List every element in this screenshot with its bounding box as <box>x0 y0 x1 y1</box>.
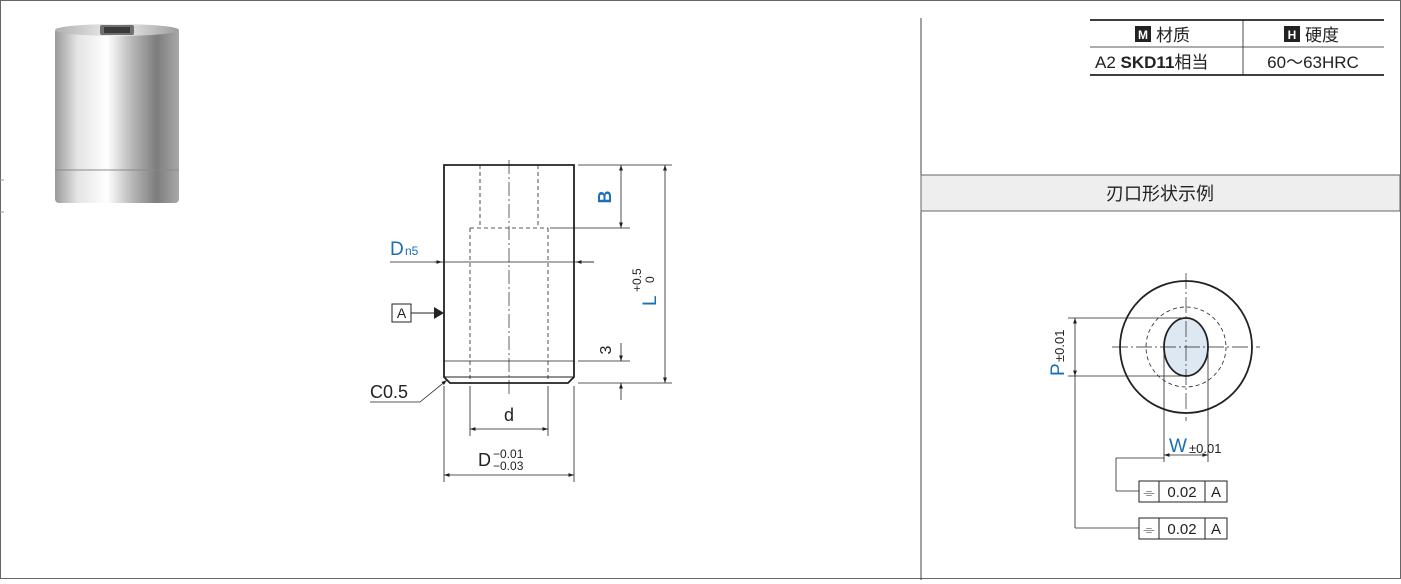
hardness-value: 60～63HRC <box>1267 53 1359 72</box>
dim-w <box>1115 350 1209 492</box>
chamfer-callout <box>370 379 448 403</box>
tolerance-frame: ⌯ 0.02 A <box>1138 480 1228 503</box>
dim-l <box>578 164 672 384</box>
hardness-badge <box>1284 26 1300 42</box>
dim-l-lower: 0 <box>643 276 657 283</box>
dim-b-label: B <box>595 191 615 204</box>
spec-table: M 材质 H 硬度 A2 SKD11相当 60～63HRC <box>1090 19 1384 76</box>
material-value: A2 SKD11相当 <box>1095 53 1208 72</box>
part-drawing <box>434 160 594 395</box>
section-title: 刃口形状示例 <box>1106 184 1214 204</box>
dim-b <box>550 164 630 229</box>
symmetry-icon: ⌯ <box>1143 521 1154 537</box>
dim-l-label: L <box>640 295 661 306</box>
material-suffix: 相当 <box>1174 53 1208 72</box>
dim-w-tol: ±0.01 <box>1189 441 1221 456</box>
material-badge <box>1135 26 1151 42</box>
tolerance-datum: A <box>1211 521 1221 538</box>
dim-dn5-sub: n5 <box>405 244 419 258</box>
material-prefix: A2 <box>1095 53 1116 72</box>
dim-dn5-label: D <box>390 239 404 260</box>
material-header: 材质 <box>1156 26 1190 45</box>
section-header <box>920 174 1401 212</box>
dim-p <box>1068 317 1184 529</box>
datum-a: A <box>391 303 444 323</box>
dim-d-main-label: D <box>478 450 491 470</box>
dim-l-upper: +0.5 <box>630 268 644 292</box>
datum-a-label: A <box>397 305 407 321</box>
dim-d-lower: −0.03 <box>493 459 524 473</box>
tolerance-value: 0.02 <box>1167 484 1196 501</box>
hardness-header: 硬度 <box>1305 26 1339 45</box>
dim-w-label: W <box>1169 436 1187 457</box>
dim-d-upper: −0.01 <box>493 447 524 461</box>
material-badge-letter: M <box>1138 28 1148 42</box>
material-bold: SKD11 <box>1121 53 1175 72</box>
dim-p-tol: ±0.01 <box>1052 330 1067 362</box>
product-photo <box>55 24 179 203</box>
dashed-circle <box>1145 306 1227 388</box>
dim-d-small-label: d <box>504 405 514 425</box>
hardness-badge-letter: H <box>1288 28 1297 42</box>
dim-3 <box>578 343 630 400</box>
dim-d-small <box>469 386 549 436</box>
tolerance-value: 0.02 <box>1167 521 1196 538</box>
dim-d-main <box>443 386 575 482</box>
symmetry-icon: ⌯ <box>1143 484 1154 500</box>
chamfer-label: C0.5 <box>370 382 408 402</box>
tolerance-frame: ⌯ 0.02 A <box>1138 517 1228 540</box>
dim-3-label: 3 <box>598 345 615 354</box>
tolerance-datum: A <box>1211 484 1221 501</box>
dim-p-label: P <box>1048 363 1069 376</box>
dim-dn5: D n5 <box>390 239 594 264</box>
edge-example <box>1112 273 1260 421</box>
